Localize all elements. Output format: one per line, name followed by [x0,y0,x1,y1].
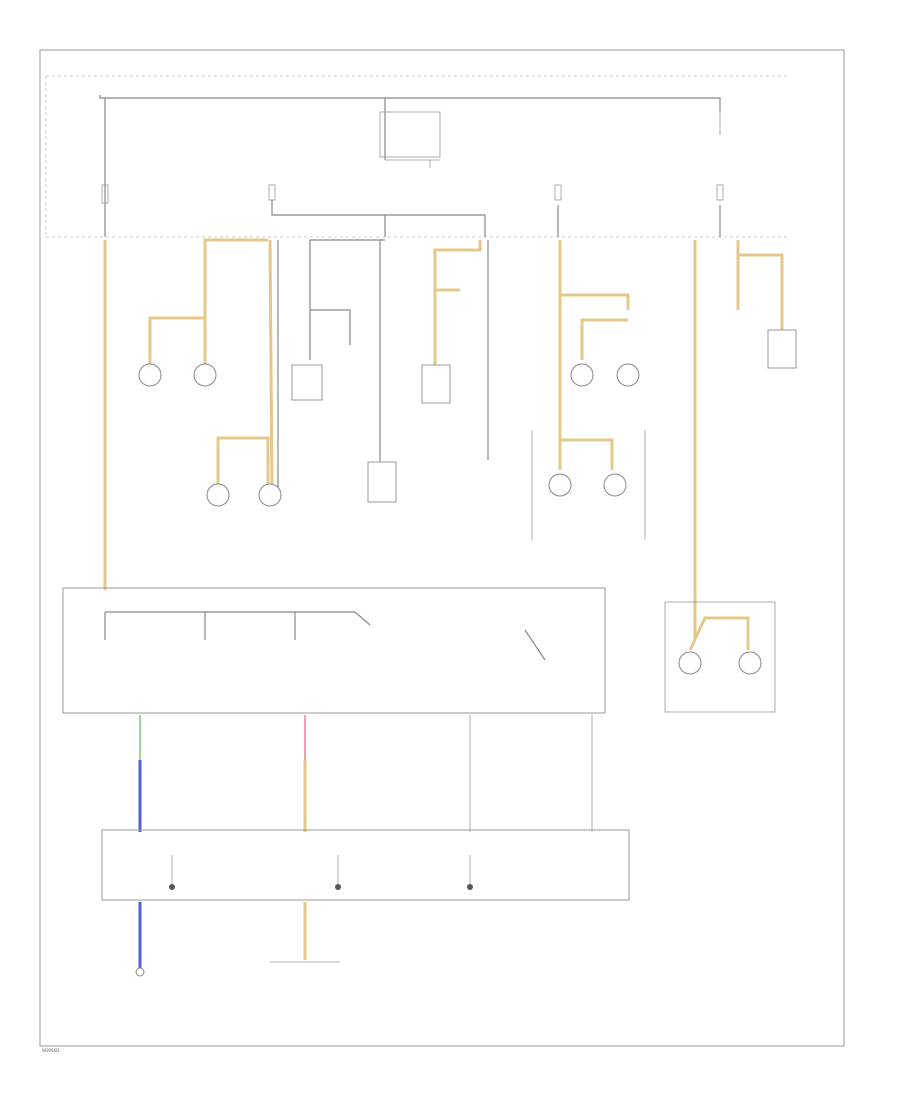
wire-mid-1 [309,239,385,360]
lamp-left-front-1 [138,363,162,387]
wire-mid-4 [433,240,482,365]
wire-lamp-3 [216,436,270,490]
component-box-4 [767,329,797,369]
wire-lamp-4 [268,239,274,491]
wire-right-1 [560,293,630,310]
ground-1 [169,884,175,890]
top-power-bus [99,95,721,112]
lamp-right-front-2 [258,483,282,507]
lamp-left-rear-1 [678,651,702,675]
component-box-2 [367,461,397,503]
wire-right-3 [560,438,614,470]
diagram-border [39,49,845,1047]
component-box-3 [421,364,451,404]
wire-lamp-2 [203,238,268,370]
relay [379,111,441,158]
fuse-2 [268,184,276,201]
fuse-5 [716,184,724,201]
wire-far-right-2 [738,253,784,330]
switch-contact-5 [524,629,546,661]
lamp-left-front-2 [193,363,217,387]
component-box-1 [291,364,323,401]
lamp-left-rear-2 [738,651,762,675]
lamp-rear-combo-2 [603,473,627,497]
fuse-1 [101,184,109,204]
fuse-2-bus [271,200,386,237]
ground-3 [467,884,473,890]
lamp-rear-left [570,363,594,387]
wire-mid-2 [310,309,351,345]
headlamp-switch-box [62,587,606,714]
left-rear-combo-box [664,601,776,713]
switch-contact-4 [354,611,371,626]
instrument-illumination-dimmer [135,967,145,977]
fuse-3-bus [385,214,486,237]
lamp-rear-right [616,363,640,387]
lamp-rear-combo-1 [548,473,572,497]
fuse-4 [554,184,562,201]
wire-lamp-1 [148,316,205,370]
footer-code: W0096D [42,1048,59,1053]
wire-right-2 [580,318,628,360]
wire-left-rear-combo-lamps [688,616,750,651]
body-control-module [101,829,630,901]
lamp-right-front-1 [206,483,230,507]
ground-2 [335,884,341,890]
